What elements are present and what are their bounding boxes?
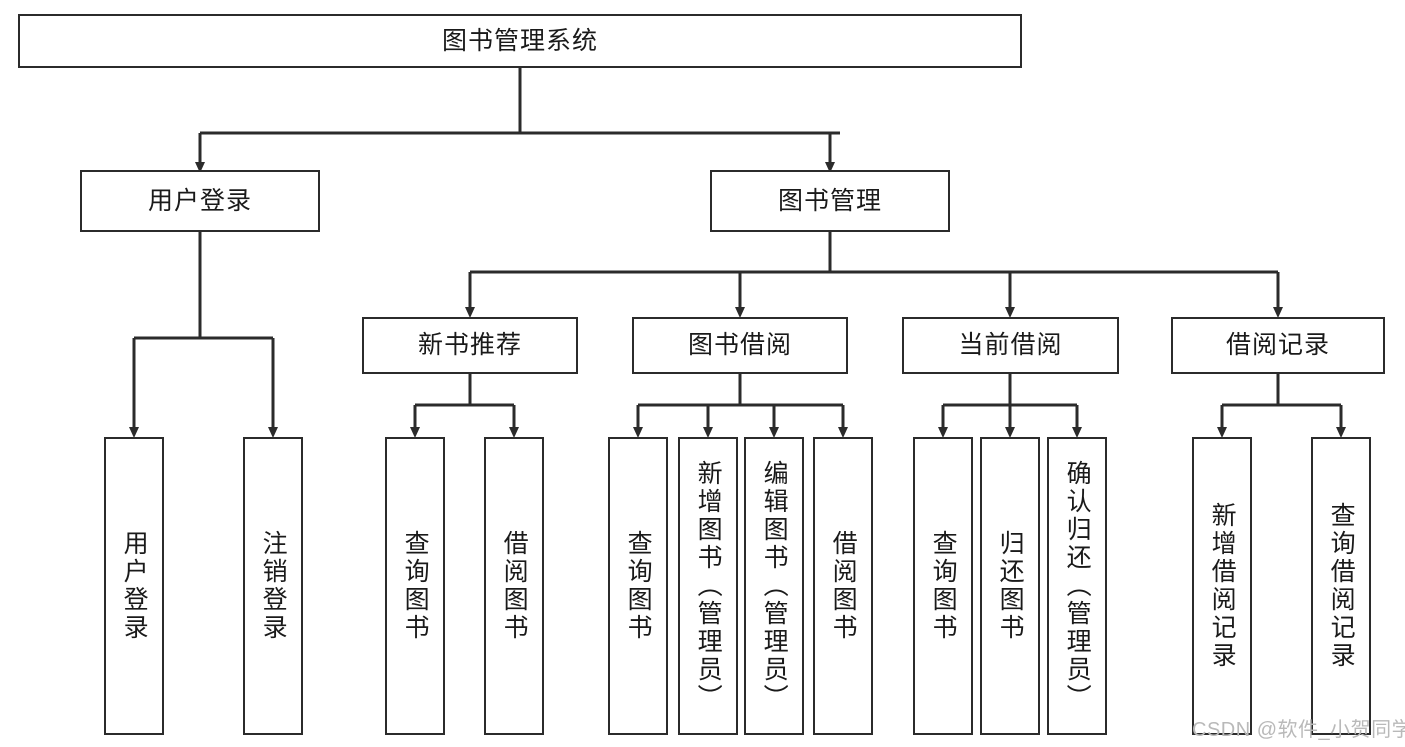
leaf-query-books-borrowing[interactable]: 查询图书: [608, 437, 668, 735]
leaf-add-book-admin[interactable]: 新增图书（管理员）: [678, 437, 738, 735]
node-label: 查询图书: [401, 530, 430, 642]
node-label: 用户登录: [147, 186, 252, 215]
node-book-management[interactable]: 图书管理: [710, 170, 950, 232]
leaf-confirm-return-admin[interactable]: 确认归还（管理员）: [1047, 437, 1107, 735]
leaf-borrow-books-borrowing[interactable]: 借阅图书: [813, 437, 873, 735]
node-label: 编辑图书（管理员）: [760, 460, 789, 712]
node-label: 查询借阅记录: [1327, 502, 1356, 670]
leaf-user-login[interactable]: 用户登录: [104, 437, 164, 735]
node-label: 借阅图书: [829, 530, 858, 642]
node-root-book-management-system[interactable]: 图书管理系统: [18, 14, 1022, 68]
node-user-login[interactable]: 用户登录: [80, 170, 320, 232]
leaf-query-books-recommendation[interactable]: 查询图书: [385, 437, 445, 735]
node-book-borrowing[interactable]: 图书借阅: [632, 317, 848, 374]
leaf-return-books[interactable]: 归还图书: [980, 437, 1040, 735]
leaf-query-books-current[interactable]: 查询图书: [913, 437, 973, 735]
node-new-book-recommendation[interactable]: 新书推荐: [362, 317, 578, 374]
node-label: 借阅记录: [1225, 331, 1330, 359]
node-label: 查询图书: [929, 530, 958, 642]
node-label: 图书借阅: [687, 331, 792, 359]
node-label: 借阅图书: [500, 530, 529, 642]
node-label: 确认归还（管理员）: [1063, 460, 1092, 712]
node-label: 新增借阅记录: [1208, 502, 1237, 670]
node-label: 新书推荐: [417, 331, 522, 359]
node-label: 图书管理系统: [441, 26, 598, 55]
node-label: 图书管理: [777, 186, 882, 215]
leaf-logout[interactable]: 注销登录: [243, 437, 303, 735]
node-label: 查询图书: [624, 530, 653, 642]
node-label: 当前借阅: [958, 331, 1063, 359]
node-borrowing-records[interactable]: 借阅记录: [1171, 317, 1385, 374]
leaf-borrow-books-recommendation[interactable]: 借阅图书: [484, 437, 544, 735]
watermark-text: CSDN @软件_小贺同学: [1192, 719, 1405, 741]
node-label: 归还图书: [996, 530, 1025, 642]
node-label: 新增图书（管理员）: [694, 460, 723, 712]
leaf-edit-book-admin[interactable]: 编辑图书（管理员）: [744, 437, 804, 735]
node-current-borrowings[interactable]: 当前借阅: [902, 317, 1119, 374]
leaf-add-borrowing-record[interactable]: 新增借阅记录: [1192, 437, 1252, 735]
node-label: 用户登录: [120, 530, 149, 642]
node-label: 注销登录: [259, 530, 288, 642]
leaf-query-borrowing-record[interactable]: 查询借阅记录: [1311, 437, 1371, 735]
